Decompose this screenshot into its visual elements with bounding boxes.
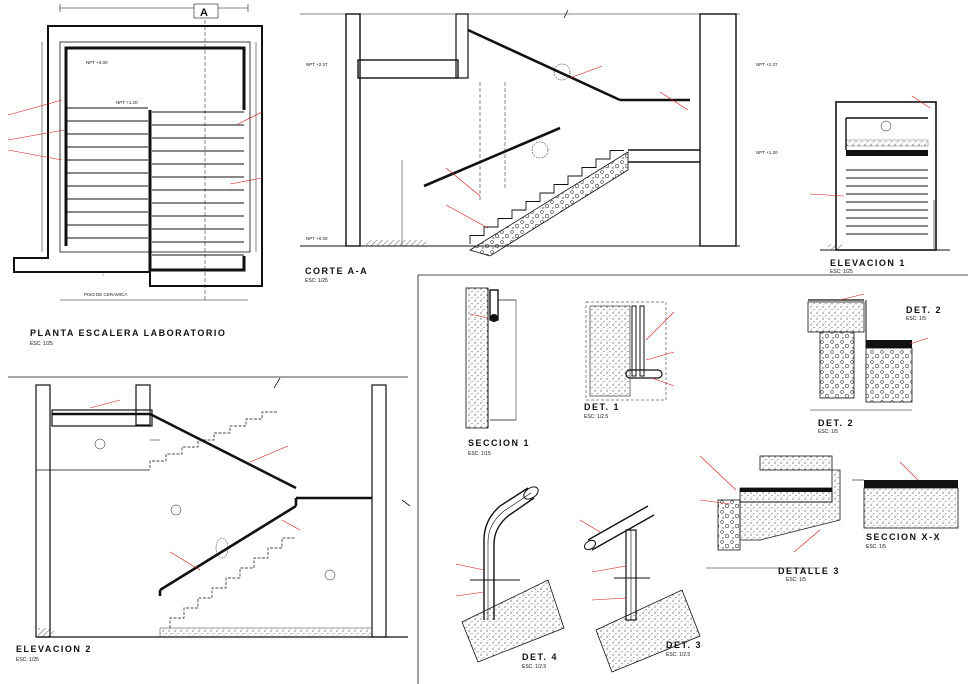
detail-1 bbox=[585, 301, 675, 401]
svg-text:NPT +2.37: NPT +2.37 bbox=[756, 62, 778, 67]
section-title: CORTE A-A bbox=[305, 266, 368, 276]
detail-3 bbox=[699, 455, 841, 569]
detail-1-title: DET. 1 bbox=[584, 402, 620, 412]
detail-2 bbox=[807, 293, 929, 411]
elevation-1-title: ELEVACION 1 bbox=[830, 258, 906, 268]
svg-text:NPT +0.00: NPT +0.00 bbox=[86, 60, 108, 65]
detail-3-handrail bbox=[579, 505, 701, 673]
section-1-scale: ESC: 1/15 bbox=[468, 451, 491, 457]
elevation-2 bbox=[35, 377, 411, 638]
svg-text:NPT +1.20: NPT +1.20 bbox=[116, 100, 138, 105]
elevation-2-title: ELEVACION 2 bbox=[16, 644, 92, 654]
svg-text:NPT +0.00: NPT +0.00 bbox=[306, 236, 328, 241]
detail-2b-scale: ESC: 1/5 bbox=[818, 429, 838, 435]
svg-text:PISO DE CERAMICA: PISO DE CERAMICA bbox=[84, 292, 127, 297]
axis-a-label: A bbox=[200, 7, 209, 19]
elevation-1-scale: ESC: 1/25 bbox=[830, 269, 853, 275]
svg-text:NPT +1.20: NPT +1.20 bbox=[756, 150, 778, 155]
detail-2b-title: DET. 2 bbox=[818, 418, 854, 428]
plan-scale: ESC: 1/25 bbox=[30, 341, 53, 347]
detail-2-scale: ESC: 1/5 bbox=[906, 316, 926, 322]
detail-2-title: DET. 2 bbox=[906, 305, 942, 315]
plan-title: PLANTA ESCALERA LABORATORIO bbox=[30, 328, 226, 338]
elevation-1 bbox=[809, 95, 950, 251]
detail-4 bbox=[455, 486, 565, 663]
section-x-x-scale: ESC: 1/5 bbox=[866, 544, 886, 550]
section-scale: ESC: 1/25 bbox=[305, 278, 328, 284]
section-x-x-title: SECCION X-X bbox=[866, 532, 941, 542]
section-1-title: SECCION 1 bbox=[468, 438, 530, 448]
detail-1-scale: ESC: 1/2.5 bbox=[584, 414, 608, 420]
detail-4-scale: ESC: 1/2.5 bbox=[522, 664, 546, 670]
detail-3-title: DETALLE 3 bbox=[778, 566, 840, 576]
detail-3b-title: DET. 3 bbox=[666, 640, 702, 650]
section-a-a: NPT +2.37 NPT +2.37 NPT +1.20 NPT +0.00 bbox=[300, 9, 778, 257]
detail-3-scale: ESC: 1/5 bbox=[786, 577, 806, 583]
section-1-detail bbox=[465, 287, 517, 429]
svg-text:NPT +2.37: NPT +2.37 bbox=[306, 62, 328, 67]
detail-3b-scale: ESC: 1/2.5 bbox=[666, 652, 690, 658]
section-x-x bbox=[852, 461, 959, 529]
stair-plan: A PISO DE CERAMICA ↓ NPT +0.00 NPT +1.20 bbox=[7, 3, 263, 301]
elevation-2-scale: ESC: 1/25 bbox=[16, 657, 39, 663]
detail-4-title: DET. 4 bbox=[522, 652, 558, 662]
svg-text:↓: ↓ bbox=[102, 272, 104, 277]
